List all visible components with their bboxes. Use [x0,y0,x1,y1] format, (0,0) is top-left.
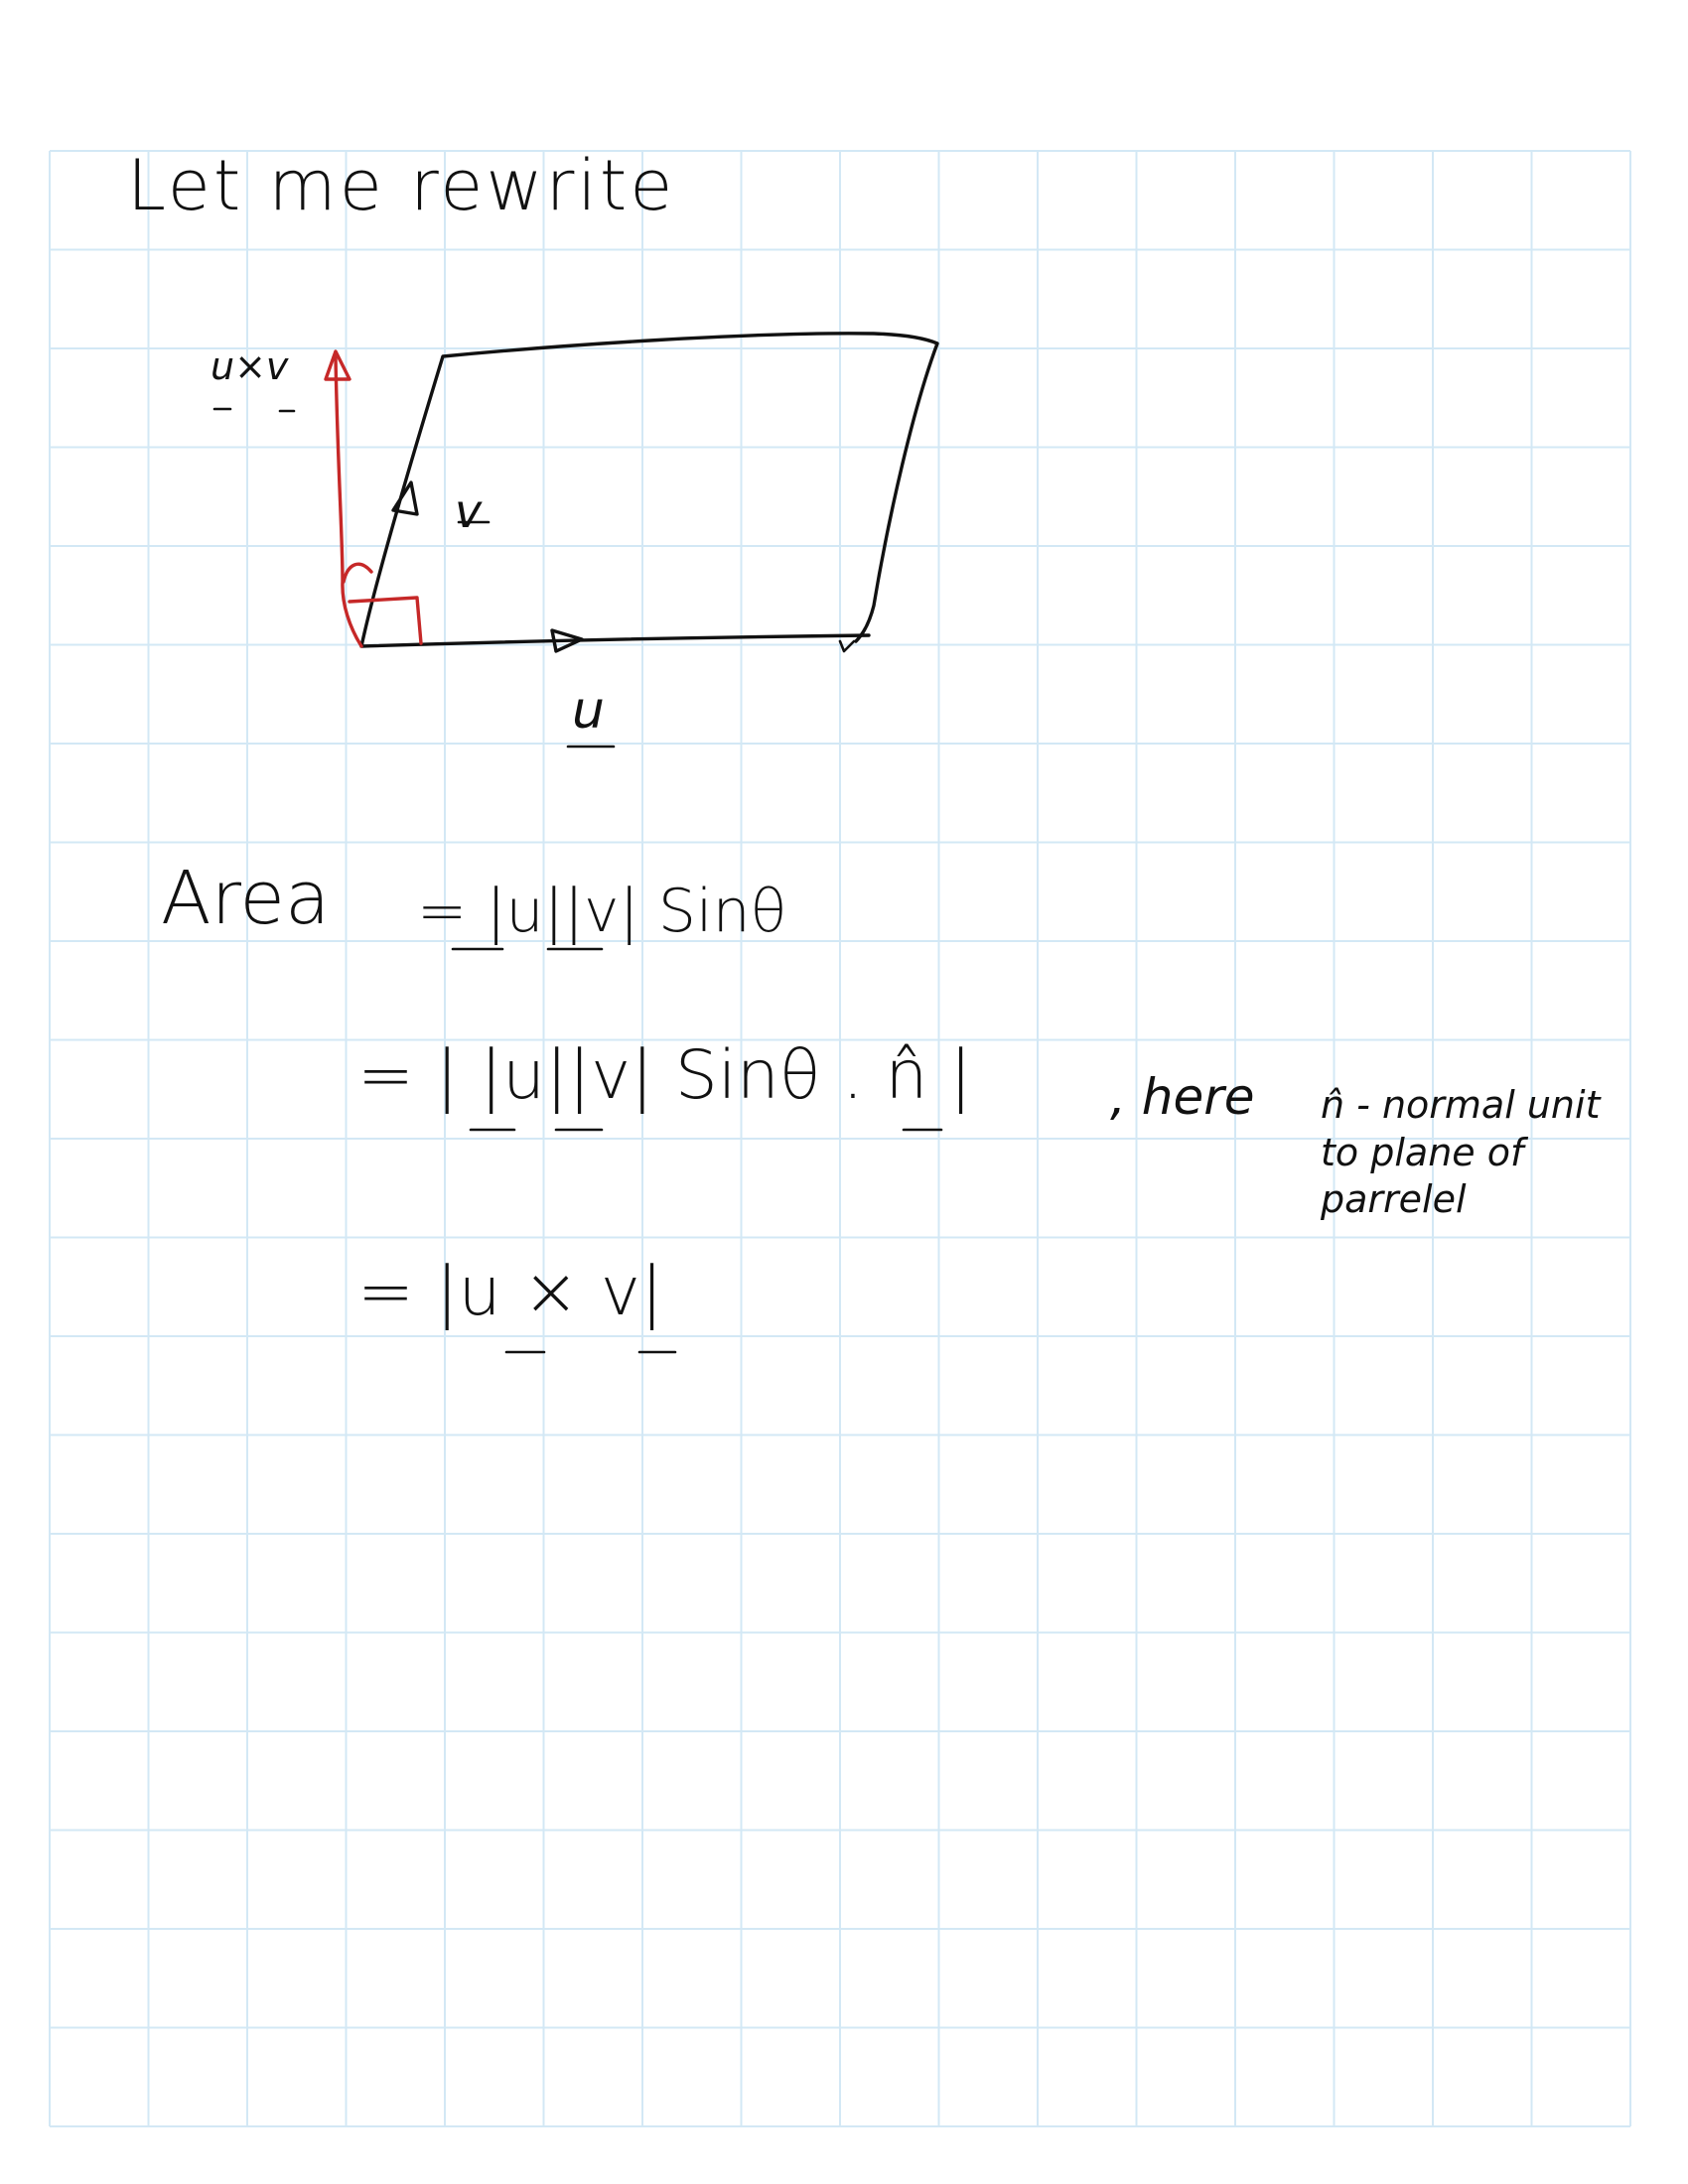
side-note-text: n̂ - normal unit to plane of parrelel [1321,1083,1601,1221]
equation-line2: = | |u||v| Sinθ . n̂ | [357,1036,972,1115]
vector-cross-line [334,355,363,648]
vector-v-label: v [455,484,483,538]
grid-lines [49,150,1631,2127]
parallelogram-diagram [359,332,939,653]
underlines [212,407,943,1354]
right-angle-mark-icon [348,596,423,645]
parallelogram-outline [359,332,939,648]
underline-uxv [212,407,296,413]
vector-cross-arrow-icon [324,349,352,381]
side-note-lead: , here [1110,1068,1255,1126]
angle-arc-icon [342,562,373,584]
end-tick [838,639,856,653]
vector-u-line [359,633,871,648]
equation-line3: = |u × v| [357,1253,663,1331]
vector-u-arrow-icon [550,628,584,653]
vector-cross-label: u×v [211,344,289,388]
cross-product-vector [324,349,423,648]
equation-line1-rhs: = |u||v| Sinθ [417,877,787,946]
equation-line1-lhs: Area [161,856,331,941]
vector-v-arrow-icon [391,480,419,516]
note-heading: Let me rewrite [127,145,676,226]
vector-u-label: u [572,681,605,741]
